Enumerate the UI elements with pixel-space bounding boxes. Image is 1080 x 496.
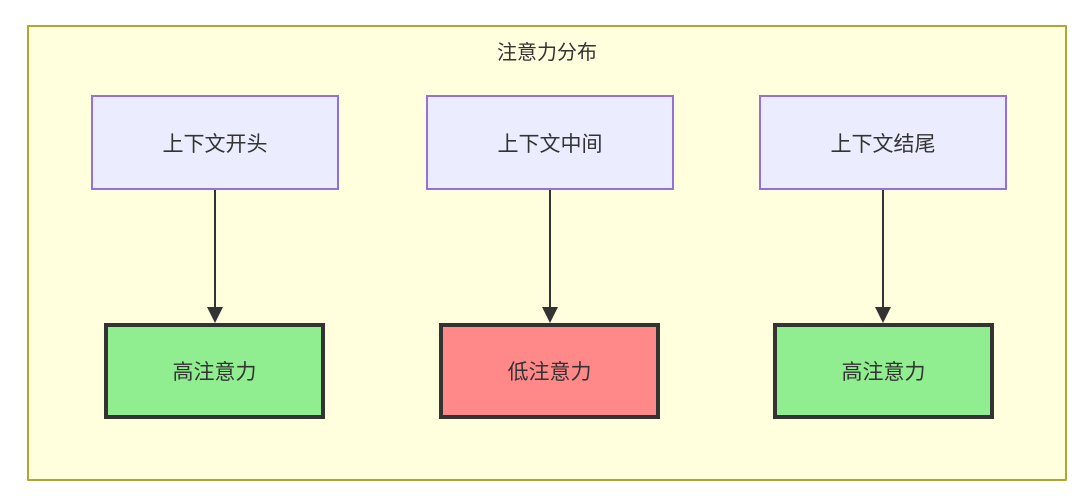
node-high-attention-2-label: 高注意力 <box>841 361 926 384</box>
node-low-attention-label: 低注意力 <box>507 361 592 384</box>
arrow-context-middle-to-low-attention <box>542 190 558 323</box>
node-context-start: 上下文开头 <box>91 95 339 190</box>
node-context-middle-label: 上下文中间 <box>497 132 603 156</box>
diagram-title: 注意力分布 <box>497 42 597 64</box>
node-high-attention-1: 高注意力 <box>104 323 325 419</box>
node-low-attention: 低注意力 <box>439 323 660 419</box>
node-context-start-label: 上下文开头 <box>162 132 268 156</box>
node-context-end-label: 上下文结尾 <box>830 132 936 156</box>
node-high-attention-1-label: 高注意力 <box>172 361 257 384</box>
arrow-context-start-to-high-attention <box>207 190 223 323</box>
node-context-middle: 上下文中间 <box>426 95 674 190</box>
node-high-attention-2: 高注意力 <box>773 323 994 419</box>
arrow-context-end-to-high-attention <box>875 190 891 323</box>
node-context-end: 上下文结尾 <box>759 95 1007 190</box>
attention-distribution-subgraph: 注意力分布 上下文开头 上下文中间 上下文结尾 高注意力 <box>27 25 1067 481</box>
